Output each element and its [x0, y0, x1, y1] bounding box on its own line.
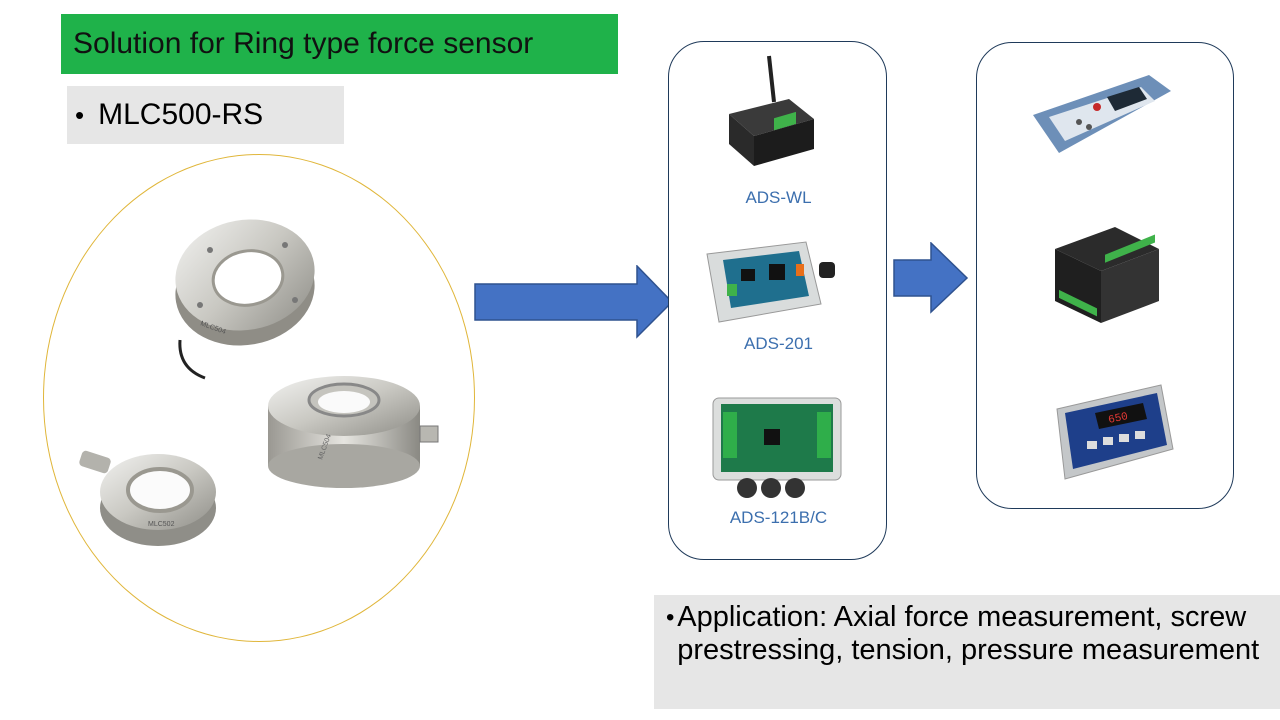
ads-wl-device-image — [729, 55, 814, 166]
module-label-ads-wl: ADS-WL — [745, 188, 812, 207]
model-label-box: • MLC500-RS — [67, 86, 344, 144]
arrow-right-icon — [893, 242, 969, 314]
arrow-right-icon — [474, 265, 674, 339]
sensor-group-ellipse — [43, 154, 475, 642]
weighing-indicator-image: 650 — [1056, 384, 1174, 480]
acquisition-module-panel: ADS-WL ADS-201 ADS-121B/C — [668, 41, 887, 560]
bullet-icon: • — [666, 604, 675, 631]
ads-121bc-device-image — [712, 397, 842, 498]
small-ring-sensor: MLC502 — [79, 450, 216, 546]
module-label-ads-121bc: ADS-121B/C — [729, 508, 828, 527]
module-label-ads-201: ADS-201 — [744, 334, 813, 353]
bullet-icon: • — [75, 99, 85, 130]
model-name: MLC500-RS — [98, 98, 264, 131]
indicator-reading: 650 — [1107, 411, 1129, 427]
large-flat-ring-sensor: MLC504 — [175, 219, 315, 380]
display-device-panel: 650 — [976, 42, 1234, 509]
title-banner: Solution for Ring type force sensor — [61, 14, 618, 74]
handheld-reader-image — [1033, 75, 1171, 153]
sensor-marking: MLC502 — [148, 521, 175, 528]
ads-201-device-image — [706, 241, 835, 323]
application-box: • Application: Axial force measurement, … — [654, 595, 1280, 709]
plc-controller-image — [1055, 227, 1159, 323]
ring-sensors-image: MLC504 MLC504 MLC502 — [79, 219, 439, 546]
slide-title: Solution for Ring type force sensor — [73, 27, 534, 60]
application-text: Application: Axial force measurement, sc… — [677, 601, 1260, 666]
thick-ring-sensor: MLC504 — [268, 376, 439, 488]
